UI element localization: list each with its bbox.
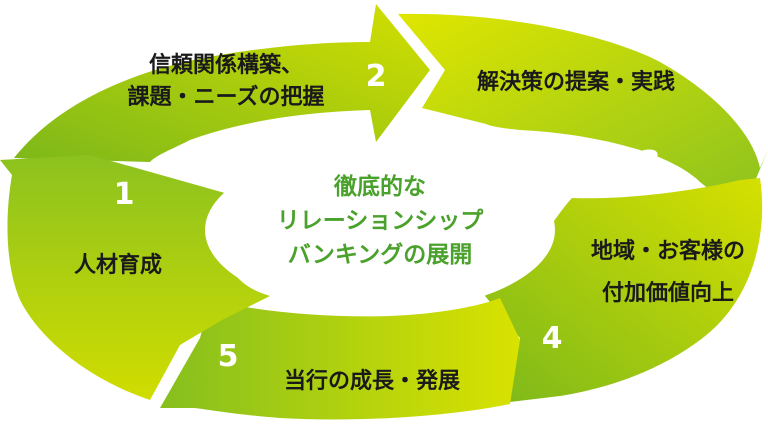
cycle-arrow-3 [398,13,768,206]
step-4-label-line-2: 付加価値向上 [602,280,734,306]
cycle-arrow-2 [14,4,430,162]
step-4-label-line-1: 地域・お客様の [591,238,745,264]
step-5-number: 5 [218,339,239,374]
step-2-number: 2 [366,59,387,94]
center-text-line-3: バンキングの展開 [288,241,472,268]
cycle-arrow-5 [160,298,520,420]
center-text-line-1: 徹底的な [333,173,426,200]
center-ellipse [205,148,555,312]
step-3-label: 解決策の提案・実践 [477,69,675,95]
step-4-number: 4 [542,321,563,356]
center-text-line-2: リレーションシップ [277,208,485,234]
step-2-label-line-1: 信頼関係構築、 [149,52,303,78]
step-1-number: 1 [114,177,135,212]
step-1-label: 人材育成 [74,252,162,278]
step-5-label: 当行の成長・発展 [284,368,460,394]
step-2-label-line-2: 課題・ニーズの把握 [128,84,325,110]
step-3-number: 3 [640,145,661,180]
